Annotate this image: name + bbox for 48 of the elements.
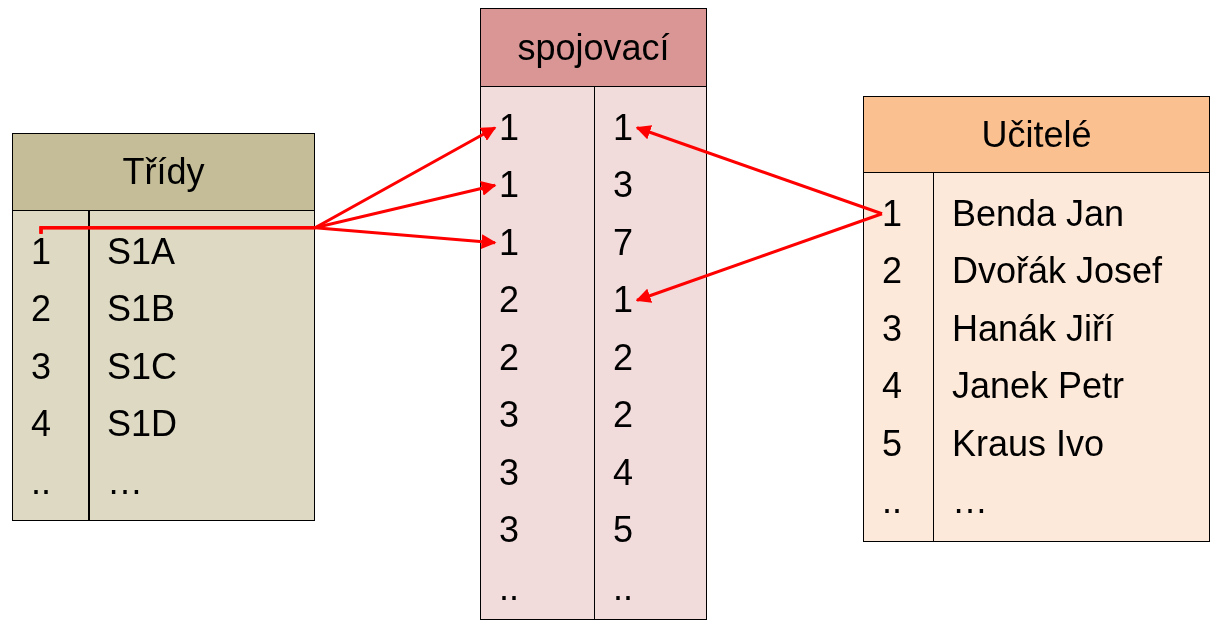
arrow xyxy=(635,212,883,303)
id-number: .. xyxy=(882,483,902,520)
id-number: 4 xyxy=(882,368,903,405)
id-number: 7 xyxy=(613,224,634,261)
teacher-name: … xyxy=(952,483,988,520)
table-header: Třídy xyxy=(13,134,314,211)
id-number: 1 xyxy=(499,109,520,146)
id-number: 3 xyxy=(499,454,520,491)
id-number: 2 xyxy=(613,339,634,376)
id-number: 2 xyxy=(613,397,634,434)
id-number: 2 xyxy=(499,339,520,376)
id-number: 2 xyxy=(31,291,52,328)
id-number: 1 xyxy=(499,224,520,261)
teacher-name: Kraus Ivo xyxy=(952,425,1105,462)
id-number: 2 xyxy=(882,253,903,290)
arrow xyxy=(39,226,497,250)
id-number: 1 xyxy=(499,167,520,204)
id-number: 3 xyxy=(31,348,52,385)
table-header: Učitelé xyxy=(864,97,1209,173)
class-code: … xyxy=(107,463,143,500)
teacher-name: Benda Jan xyxy=(952,195,1125,232)
teacher-name: Janek Petr xyxy=(952,368,1125,405)
id-number: 5 xyxy=(613,512,634,549)
arrow xyxy=(635,125,883,216)
teacher-name: Dvořák Josef xyxy=(952,253,1163,290)
id-number: 3 xyxy=(613,167,634,204)
id-number: 3 xyxy=(499,512,520,549)
id-number: 3 xyxy=(499,397,520,434)
table xyxy=(863,96,1210,542)
id-number: .. xyxy=(499,569,519,606)
id-number: 4 xyxy=(613,454,634,491)
id-number: 1 xyxy=(613,109,634,146)
teacher-name: Hanák Jiří xyxy=(952,310,1115,347)
id-number: 1 xyxy=(613,282,634,319)
id-number: 1 xyxy=(31,233,52,270)
table xyxy=(12,133,315,521)
id-number: 4 xyxy=(31,406,52,443)
class-code: S1D xyxy=(107,406,178,443)
id-number: 2 xyxy=(499,282,520,319)
class-code: S1C xyxy=(107,348,178,385)
id-number: 5 xyxy=(882,425,903,462)
id-number: .. xyxy=(31,463,51,500)
id-number: 3 xyxy=(882,310,903,347)
id-number: .. xyxy=(613,569,633,606)
class-code: S1B xyxy=(107,291,176,328)
table-header: spojovací xyxy=(481,9,706,87)
id-number: 1 xyxy=(882,195,903,232)
class-code: S1A xyxy=(107,233,176,270)
